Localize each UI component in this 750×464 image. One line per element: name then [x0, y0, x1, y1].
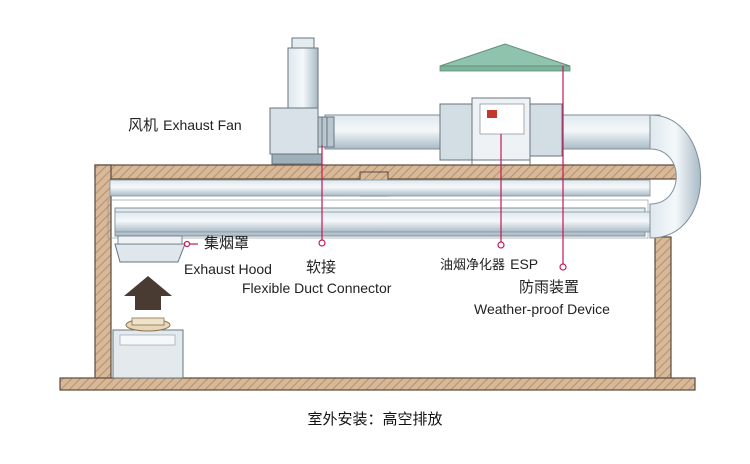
connector-label-en: Flexible Duct Connector: [242, 280, 392, 296]
weather-cap: [439, 43, 571, 72]
exhaust-fan: [269, 37, 323, 165]
hood-label-en: Exhaust Hood: [184, 261, 272, 277]
connector-label-zh: 软接: [306, 258, 337, 276]
fan-label: 风机 Exhaust Fan: [128, 117, 242, 133]
left-wall: [94, 164, 112, 388]
right-wall: [654, 236, 672, 388]
indoor-duct: [107, 199, 651, 239]
fan-label-en: Exhaust Fan: [163, 117, 242, 133]
upper-duct: [109, 179, 651, 197]
fan-label-zh: 风机: [128, 116, 159, 134]
exhaust-hood: [114, 235, 186, 263]
stove: [112, 317, 184, 379]
weather-label-zh: 防雨装置: [519, 278, 580, 296]
esp-label: 油烟净化器 ESP: [440, 256, 538, 272]
caption: 室外安装：高空排放: [307, 410, 443, 428]
duct-elbow: [649, 114, 702, 239]
floor-slab: [59, 377, 696, 391]
esp-label-en: ESP: [510, 256, 539, 272]
leader-lines: [183, 66, 567, 271]
roof-slab: [94, 164, 696, 180]
hood-label-zh: 集烟罩: [204, 234, 250, 252]
weather-label-en: Weather-proof Device: [474, 301, 610, 317]
airflow-arrow-icon: [124, 276, 172, 310]
esp-label-zh: 油烟净化器: [440, 258, 506, 273]
